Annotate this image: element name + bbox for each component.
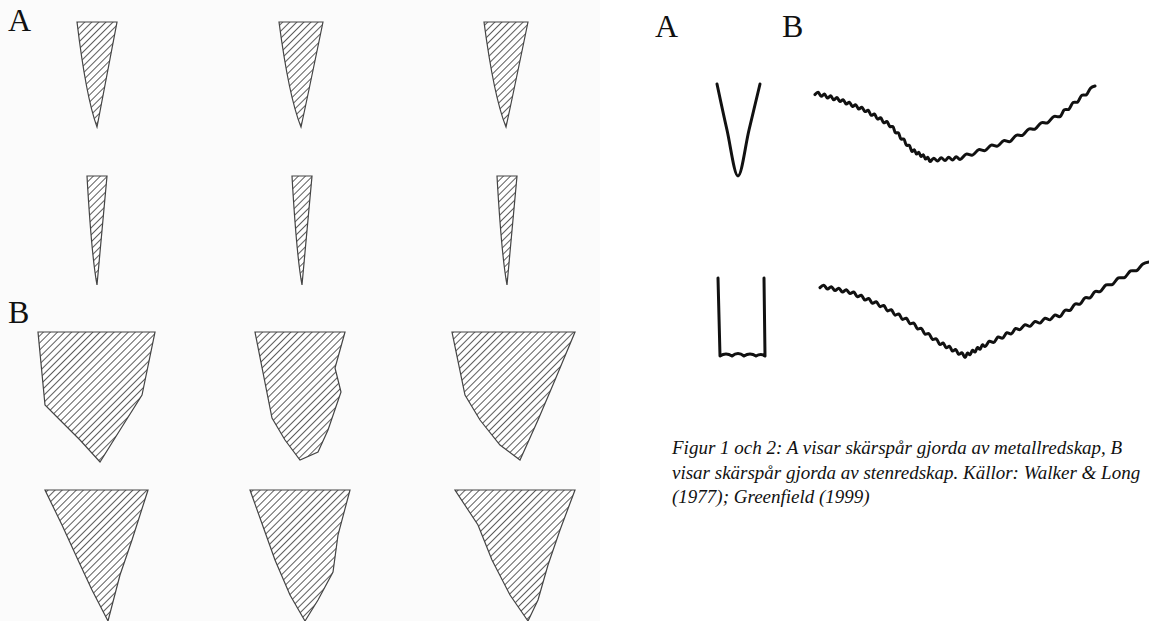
stone-cut-section	[45, 490, 148, 621]
metal-cut-section	[77, 22, 117, 127]
panel-letter: A	[8, 4, 31, 36]
panel-ground	[0, 0, 600, 621]
stone-cut-profile	[815, 86, 1095, 162]
panel-letter: B	[782, 10, 803, 42]
metal-cut-section	[292, 176, 312, 285]
stone-cut-profile	[820, 262, 1149, 358]
u-shaped-profile	[718, 278, 765, 356]
stone-cut-section	[455, 490, 575, 621]
figure-caption: Figur 1 och 2: A visar skärspår gjorda a…	[672, 436, 1142, 510]
stone-cut-section	[255, 332, 345, 460]
metal-cut-section	[279, 22, 323, 127]
metal-cut-section	[87, 176, 107, 285]
v-shaped-profile	[717, 84, 760, 176]
panel-letter: A	[655, 10, 678, 42]
stone-cut-section	[38, 332, 155, 462]
metal-cut-section	[484, 22, 528, 127]
panel-letter: B	[8, 296, 29, 328]
metal-cut-section	[497, 176, 517, 285]
stone-cut-section	[452, 332, 575, 460]
stone-cut-section	[250, 490, 350, 621]
